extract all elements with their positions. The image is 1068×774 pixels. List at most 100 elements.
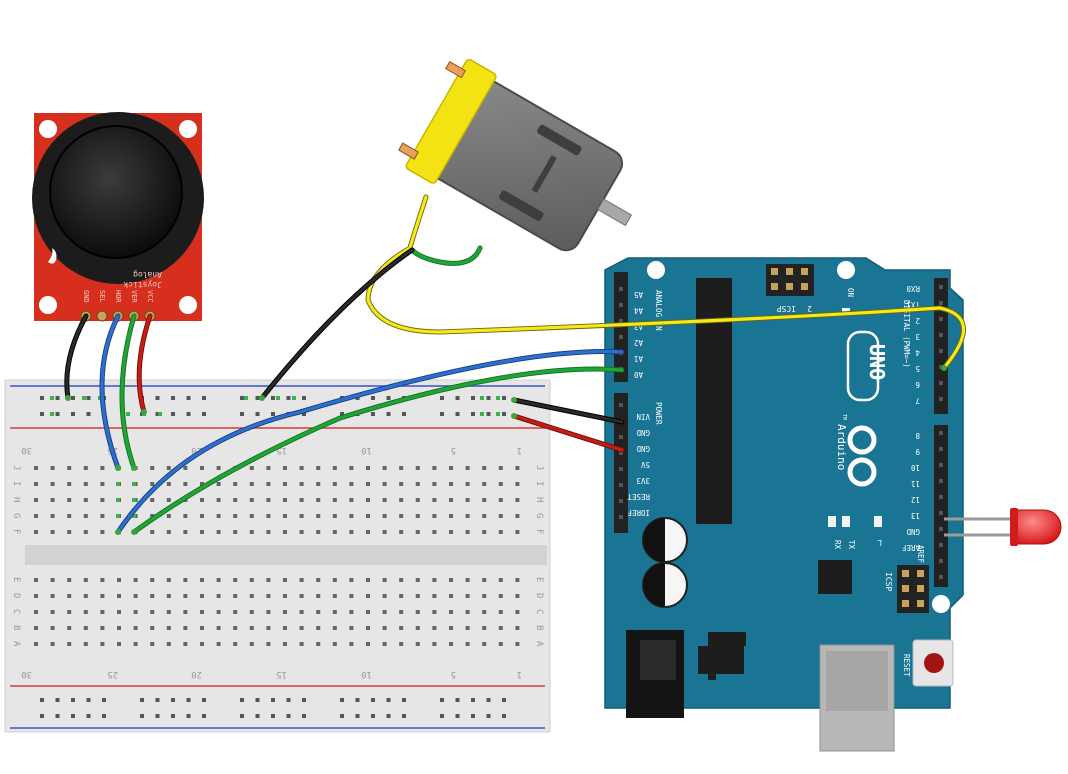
terminal-hole — [266, 610, 271, 614]
terminal-hole — [50, 530, 55, 534]
rail-hole — [271, 412, 275, 416]
right-header-pins — [939, 285, 943, 579]
terminal-hole — [465, 642, 470, 646]
header-pin — [619, 499, 623, 503]
terminal-hole — [498, 530, 503, 534]
rail-hole — [86, 396, 91, 400]
terminal-hole — [349, 530, 354, 534]
terminal-hole — [332, 482, 337, 486]
header-pin — [619, 335, 623, 339]
terminal-hole — [299, 482, 304, 486]
terminal-hole — [332, 626, 337, 630]
terminal-hole — [183, 642, 188, 646]
rail-hole — [455, 714, 460, 718]
terminal-hole — [349, 498, 354, 502]
connected-hole — [496, 412, 500, 416]
mount-hole — [179, 120, 197, 138]
atmega-chip — [696, 278, 732, 524]
terminal-hole — [432, 626, 437, 630]
terminal-hole — [316, 466, 321, 470]
terminal-hole — [349, 578, 354, 582]
led-body — [1013, 509, 1062, 545]
svg-text:A3: A3 — [634, 322, 643, 331]
terminal-hole — [332, 498, 337, 502]
terminal-hole — [83, 498, 88, 502]
row-letter: G — [534, 513, 544, 518]
rail-hole — [155, 412, 160, 416]
terminal-hole — [150, 626, 155, 630]
reset-button[interactable] — [912, 639, 954, 687]
terminal-hole — [216, 610, 221, 614]
terminal-hole — [50, 514, 55, 518]
connected-hole — [158, 412, 162, 416]
terminal-hole — [150, 530, 155, 534]
rail-hole — [240, 698, 244, 702]
rail-hole — [502, 412, 506, 416]
usb-chip — [818, 560, 852, 594]
terminal-hole — [515, 578, 520, 582]
rail-hole — [155, 714, 160, 718]
terminal-hole — [117, 610, 121, 614]
terminal-hole — [249, 482, 254, 486]
tx-label: TX — [847, 540, 856, 550]
rail-hole — [455, 396, 460, 400]
terminal-hole — [183, 594, 188, 598]
terminal-hole — [100, 642, 105, 646]
row-letter: D — [11, 593, 21, 598]
terminal-hole — [366, 594, 370, 598]
svg-text:TX1: TX1 — [906, 300, 920, 309]
connected-hole — [276, 396, 280, 400]
terminal-hole — [316, 498, 321, 502]
rail-hole — [55, 714, 60, 718]
column-numbers: 30 25 20 15 10 5 1 30 25 20 15 10 5 1 — [21, 445, 522, 679]
terminal-hole — [332, 530, 337, 534]
terminal-hole — [233, 610, 238, 614]
terminal-hole — [382, 642, 387, 646]
reset-label: RESET — [902, 654, 911, 677]
header-pin — [619, 435, 623, 439]
svg-text:30: 30 — [21, 445, 32, 455]
terminal-hole — [50, 466, 55, 470]
terminal-hole — [399, 626, 404, 630]
joystick-module: Joystick Analog GND SEL HOR VER VCC — [32, 112, 204, 322]
terminal-hole — [382, 530, 387, 534]
rail-hole — [402, 698, 406, 702]
rail-hole — [471, 698, 475, 702]
rail-hole — [71, 698, 75, 702]
terminal-hole — [349, 642, 354, 646]
terminal-hole — [399, 610, 404, 614]
terminal-hole — [83, 530, 88, 534]
terminal-hole — [34, 514, 38, 518]
rail-hole — [186, 396, 191, 400]
svg-text:8: 8 — [915, 431, 920, 440]
terminal-hole — [34, 642, 38, 646]
rail-hole — [255, 698, 260, 702]
rail-hole — [155, 698, 160, 702]
terminal-hole — [482, 466, 487, 470]
connected-hole — [116, 482, 120, 486]
rail-hole — [271, 396, 275, 400]
terminal-hole — [34, 466, 38, 470]
rail-hole — [440, 714, 444, 718]
terminal-hole — [465, 578, 470, 582]
terminal-hole — [166, 482, 171, 486]
terminal-hole — [316, 530, 321, 534]
terminal-hole — [399, 642, 404, 646]
terminal-hole — [216, 626, 221, 630]
terminal-hole — [133, 594, 138, 598]
terminal-hole — [67, 466, 72, 470]
terminal-hole — [498, 626, 503, 630]
terminal-hole — [233, 642, 238, 646]
terminal-holes — [34, 466, 520, 646]
terminal-hole — [498, 514, 503, 518]
joystick-title-line2: Analog — [133, 270, 162, 279]
terminal-hole — [249, 578, 254, 582]
terminal-hole — [465, 466, 470, 470]
terminal-hole — [166, 514, 171, 518]
terminal-hole — [150, 514, 155, 518]
terminal-hole — [166, 578, 171, 582]
terminal-hole — [482, 626, 487, 630]
rx-label: RX — [833, 540, 842, 550]
terminal-hole — [50, 626, 55, 630]
svg-text:VCC: VCC — [146, 290, 154, 303]
